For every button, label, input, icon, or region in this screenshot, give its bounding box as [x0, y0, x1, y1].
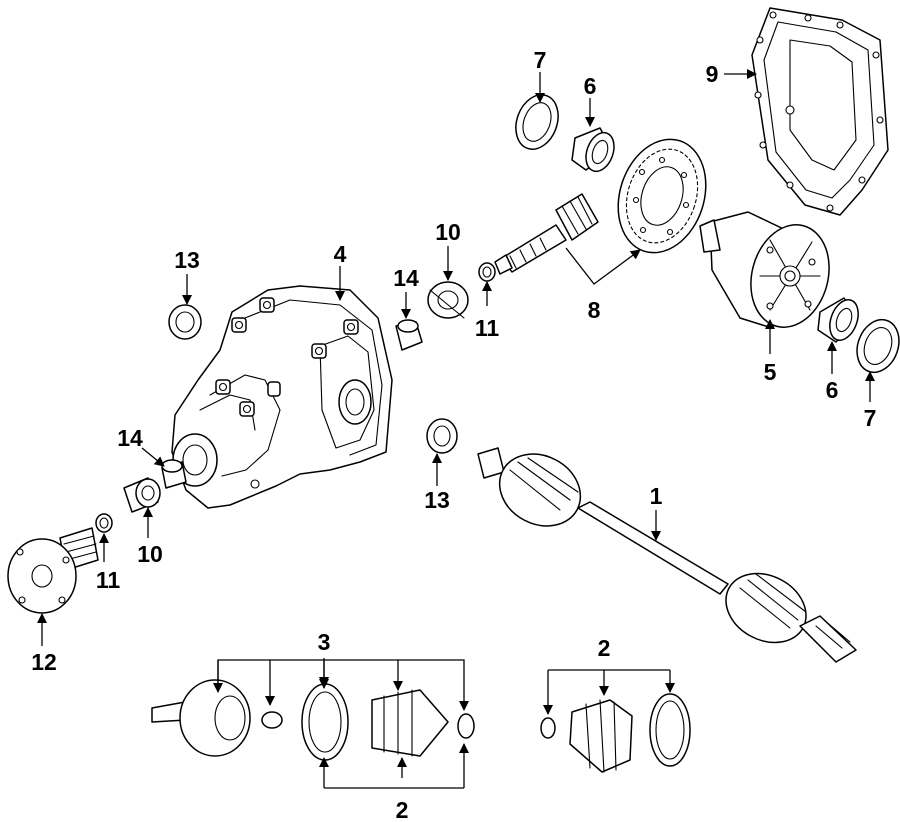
cv-boot-kit	[540, 693, 691, 773]
callout-3: 3	[318, 629, 331, 655]
pinion-bearing-bottom	[123, 477, 161, 513]
callout-8: 8	[588, 297, 601, 323]
seal-bottom	[856, 318, 900, 374]
spacer-bottom	[95, 513, 113, 533]
spacer-top	[478, 262, 496, 282]
bearing-top	[571, 127, 615, 173]
callout-13-bottom: 13	[424, 487, 450, 513]
axle-seal-top	[168, 304, 202, 340]
plug-bottom	[161, 459, 187, 489]
pinion-bearing-top	[427, 281, 469, 319]
callout-10-top: 10	[435, 219, 461, 245]
group-brackets	[213, 247, 675, 789]
callout-2-right: 2	[598, 635, 611, 661]
callout-14-top: 14	[393, 265, 419, 291]
callout-9: 9	[706, 61, 719, 87]
callout-1: 1	[650, 483, 663, 509]
callout-11-top: 11	[475, 315, 500, 341]
axle-seal-bottom	[426, 418, 458, 454]
leader-lines	[37, 69, 875, 778]
callout-5: 5	[764, 359, 777, 385]
pinion-gear	[494, 193, 599, 275]
callout-14-bottom: 14	[117, 425, 143, 451]
callout-2-bottom: 2	[396, 797, 409, 822]
seal-top	[515, 94, 559, 150]
differential-housing	[171, 285, 393, 509]
ring-gear	[617, 138, 707, 254]
callout-7-bottom: 7	[864, 405, 877, 431]
callout-13-top: 13	[174, 247, 200, 273]
companion-flange	[7, 527, 99, 614]
callout-10-bottom: 10	[137, 541, 163, 567]
callout-11-bottom: 11	[96, 567, 121, 593]
differential-case	[699, 211, 830, 329]
callout-6-top: 6	[584, 73, 597, 99]
callout-12: 12	[31, 649, 57, 675]
axle-shaft-assembly	[477, 447, 857, 663]
differential-cover	[751, 7, 889, 216]
callout-4: 4	[334, 241, 347, 267]
callout-7-top: 7	[534, 47, 547, 73]
bearing-bottom	[817, 297, 859, 343]
callout-labels: 1 2 2 3 4 5 6 6 7 7 8 9 10 10 11 11 12 1…	[31, 47, 876, 822]
callout-6-bottom: 6	[826, 377, 839, 403]
cv-joint-kit	[151, 679, 475, 761]
plug-top	[395, 319, 423, 351]
